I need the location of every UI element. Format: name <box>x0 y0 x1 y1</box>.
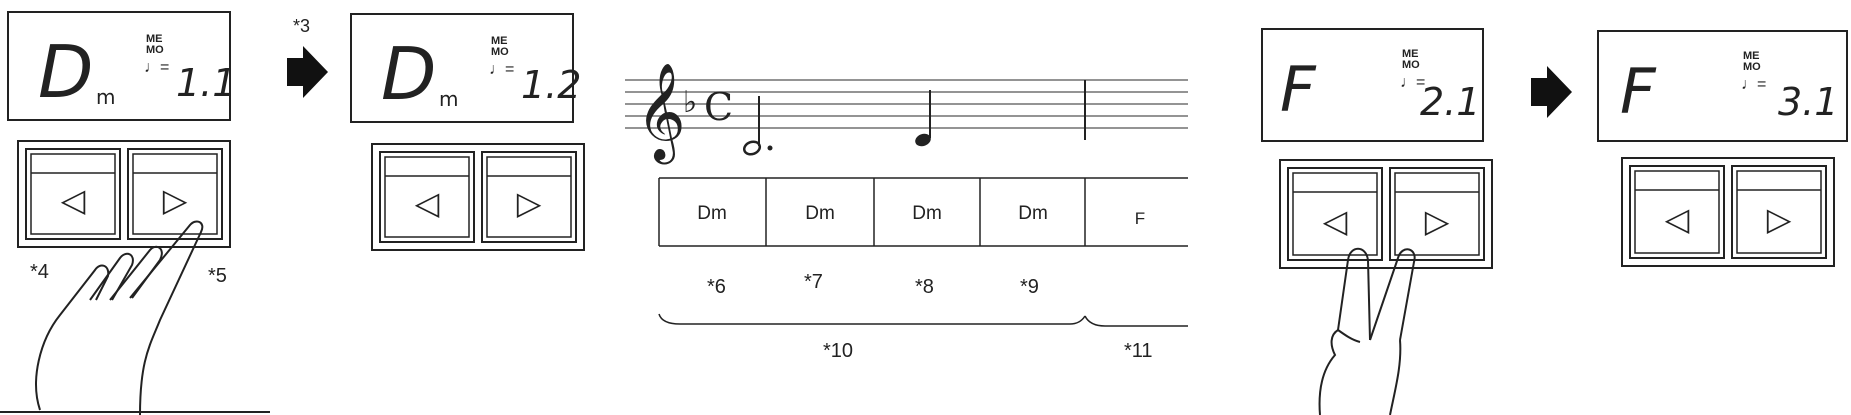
next-button[interactable]: ▷ <box>1731 165 1827 259</box>
memo-label: MO <box>146 44 164 56</box>
next-button[interactable]: ▷ <box>127 148 223 240</box>
chord-root-display: F <box>1620 55 1657 128</box>
prev-button[interactable]: ◁ <box>25 148 121 240</box>
chord-root-display: D <box>381 32 436 116</box>
note-10: *10 <box>823 340 853 362</box>
right-arrow-icon <box>1531 66 1572 118</box>
note-5: *5 <box>208 265 227 287</box>
next-button[interactable]: ▷ <box>1389 167 1485 261</box>
lcd-panel-2: D m ME MO ♩= 1.2 <box>350 13 581 123</box>
music-staff: 𝄞 ♭ C <box>625 62 1188 164</box>
chord-quality-display: m <box>439 87 458 111</box>
button-pair-1: ◁ ▷ <box>17 140 231 248</box>
prev-button[interactable]: ◁ <box>1287 167 1383 261</box>
note-6: *6 <box>707 276 726 298</box>
chord-cell: F <box>1135 209 1145 228</box>
note-8: *8 <box>915 276 934 298</box>
memo-label: MO <box>1402 59 1420 71</box>
chord-root-display: F <box>1280 53 1317 126</box>
left-triangle-icon: ◁ <box>415 185 440 221</box>
next-button[interactable]: ▷ <box>481 151 577 243</box>
tempo-note-icon: ♩= <box>144 59 169 76</box>
note-3: *3 <box>293 16 310 36</box>
chord-cell: Dm <box>912 203 942 224</box>
memo-label: ME <box>491 35 508 47</box>
hand-pointing-icon <box>35 220 204 415</box>
key-signature-flat: ♭ <box>683 86 697 119</box>
chord-table: Dm Dm Dm Dm F <box>658 177 1188 247</box>
memo-label: ME <box>1402 48 1419 60</box>
chord-quality-display: m <box>96 85 115 109</box>
quarter-note <box>915 90 931 147</box>
note-11: *11 <box>1124 340 1153 362</box>
button-pair-3: ◁ ▷ <box>1279 159 1493 269</box>
chord-cell: Dm <box>805 203 835 224</box>
brace-measures-1-4 <box>658 313 1086 325</box>
right-triangle-icon: ▷ <box>1425 203 1450 239</box>
chord-cell: Dm <box>697 203 727 224</box>
lcd-panel-3: F ME MO ♩= 2.1 <box>1261 28 1484 142</box>
measure-beat-display: 3.1 <box>1778 80 1838 124</box>
note-9: *9 <box>1020 276 1039 298</box>
measure-beat-display: 1.1 <box>176 61 236 105</box>
right-arrow-icon <box>287 46 328 98</box>
prev-button[interactable]: ◁ <box>1629 165 1725 259</box>
left-triangle-icon: ◁ <box>1665 201 1690 237</box>
lcd-panel-1: D m ME MO ♩= 1.1 <box>7 11 236 121</box>
memo-label: ME <box>1743 50 1760 62</box>
prev-button[interactable]: ◁ <box>379 151 475 243</box>
left-triangle-icon: ◁ <box>61 182 86 218</box>
note-4: *4 <box>30 261 49 283</box>
treble-clef-icon: 𝄞 <box>636 62 686 164</box>
chord-cell: Dm <box>1018 203 1048 224</box>
memo-label: MO <box>491 46 509 58</box>
memo-label: MO <box>1743 61 1761 73</box>
hand-two-fingers-icon <box>1318 247 1416 415</box>
tempo-note-icon: ♩= <box>489 61 514 78</box>
measure-beat-display: 2.1 <box>1420 80 1480 124</box>
right-triangle-icon: ▷ <box>1767 201 1792 237</box>
note-7: *7 <box>804 271 823 293</box>
time-signature: C <box>704 85 733 129</box>
lcd-panel-4: F ME MO ♩= 3.1 <box>1597 30 1848 142</box>
right-triangle-icon: ▷ <box>163 182 188 218</box>
left-triangle-icon: ◁ <box>1323 203 1348 239</box>
half-note <box>742 96 773 156</box>
chord-root-display: D <box>38 30 93 114</box>
button-pair-2: ◁ ▷ <box>371 143 585 251</box>
right-triangle-icon: ▷ <box>517 185 542 221</box>
memo-label: ME <box>146 33 163 45</box>
tempo-note-icon: ♩= <box>1741 76 1766 93</box>
button-pair-4: ◁ ▷ <box>1621 157 1835 267</box>
measure-beat-display: 1.2 <box>521 63 581 107</box>
tempo-note-icon: ♩= <box>1400 74 1425 91</box>
brace-measure-5 <box>1084 315 1188 327</box>
